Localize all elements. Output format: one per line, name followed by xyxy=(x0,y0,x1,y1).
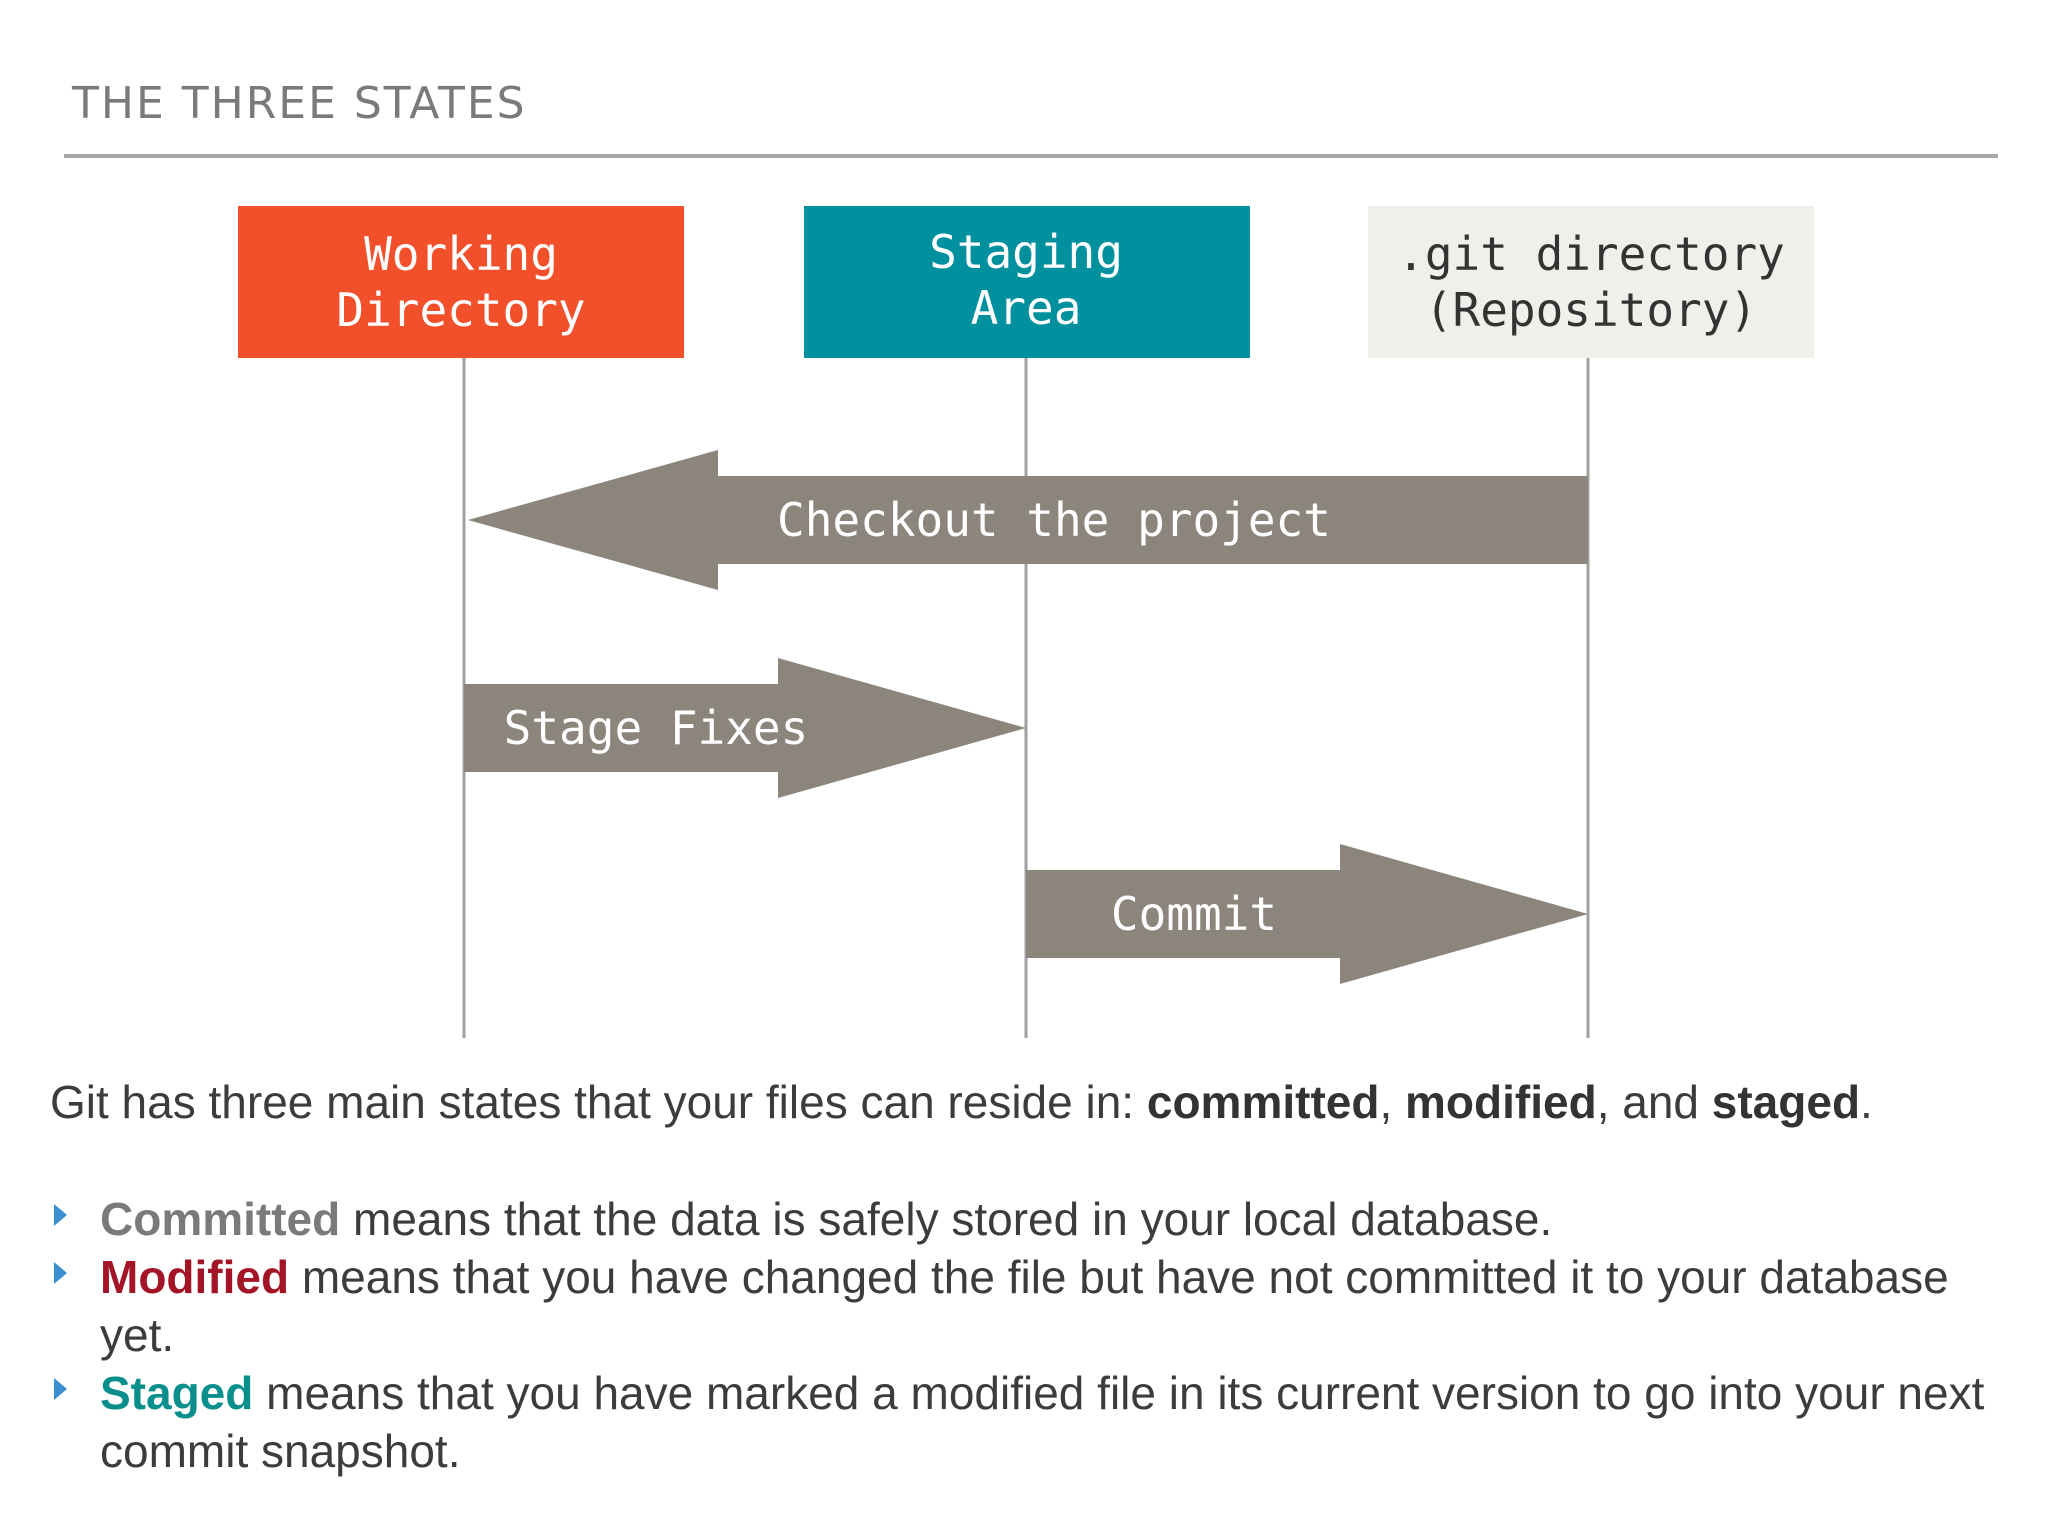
arrow-stage-fixes-label: Stage Fixes xyxy=(504,701,809,755)
box-working-directory-line2: Directory xyxy=(336,283,585,337)
intro-paragraph: Git has three main states that your file… xyxy=(50,1074,2000,1130)
intro-term-modified: modified xyxy=(1405,1076,1597,1128)
box-staging-area-line1: Staging xyxy=(929,225,1123,279)
bullet-text-staged: means that you have marked a modified fi… xyxy=(100,1367,1985,1477)
intro-end: . xyxy=(1860,1076,1873,1128)
triangle-bullet-icon xyxy=(54,1378,67,1400)
box-working-directory: Working Directory xyxy=(238,206,684,358)
arrow-commit: Commit xyxy=(1026,844,1588,984)
bullet-text-committed: means that the data is safely stored in … xyxy=(340,1193,1553,1245)
box-git-directory-line1: .git directory xyxy=(1397,227,1785,281)
intro-separator-2: , and xyxy=(1596,1076,1712,1128)
triangle-bullet-icon xyxy=(54,1262,67,1284)
box-staging-area: Staging Area xyxy=(804,206,1250,358)
bullet-committed: Committed means that the data is safely … xyxy=(50,1190,2010,1248)
box-staging-area-line2: Area xyxy=(971,281,1082,335)
box-git-directory-line2: (Repository) xyxy=(1425,283,1757,337)
arrow-checkout-the-project: Checkout the project xyxy=(468,450,1588,590)
bullet-term-staged: Staged xyxy=(100,1367,254,1419)
bullet-text-modified: means that you have changed the file but… xyxy=(100,1251,1949,1361)
three-states-diagram: Working Directory Staging Area .git dire… xyxy=(238,206,1814,1038)
intro-text: Git has three main states that your file… xyxy=(50,1076,1147,1128)
arrow-checkout-label: Checkout the project xyxy=(777,493,1331,547)
bullet-staged: Staged means that you have marked a modi… xyxy=(50,1364,2010,1480)
box-git-directory: .git directory (Repository) xyxy=(1368,206,1814,358)
bullet-term-modified: Modified xyxy=(100,1251,290,1303)
slide-title: THE THREE STATES xyxy=(72,78,527,129)
title-divider xyxy=(64,154,1998,158)
bullet-modified: Modified means that you have changed the… xyxy=(50,1248,2010,1364)
bullet-term-committed: Committed xyxy=(100,1193,341,1245)
triangle-bullet-icon xyxy=(54,1204,67,1226)
intro-separator-1: , xyxy=(1379,1076,1406,1128)
intro-term-staged: staged xyxy=(1711,1076,1861,1128)
arrow-stage-fixes: Stage Fixes xyxy=(464,658,1026,798)
states-bullet-list: Committed means that the data is safely … xyxy=(50,1190,2010,1480)
box-working-directory-line1: Working xyxy=(364,227,558,281)
intro-term-committed: committed xyxy=(1146,1076,1380,1128)
arrow-commit-label: Commit xyxy=(1111,887,1277,941)
